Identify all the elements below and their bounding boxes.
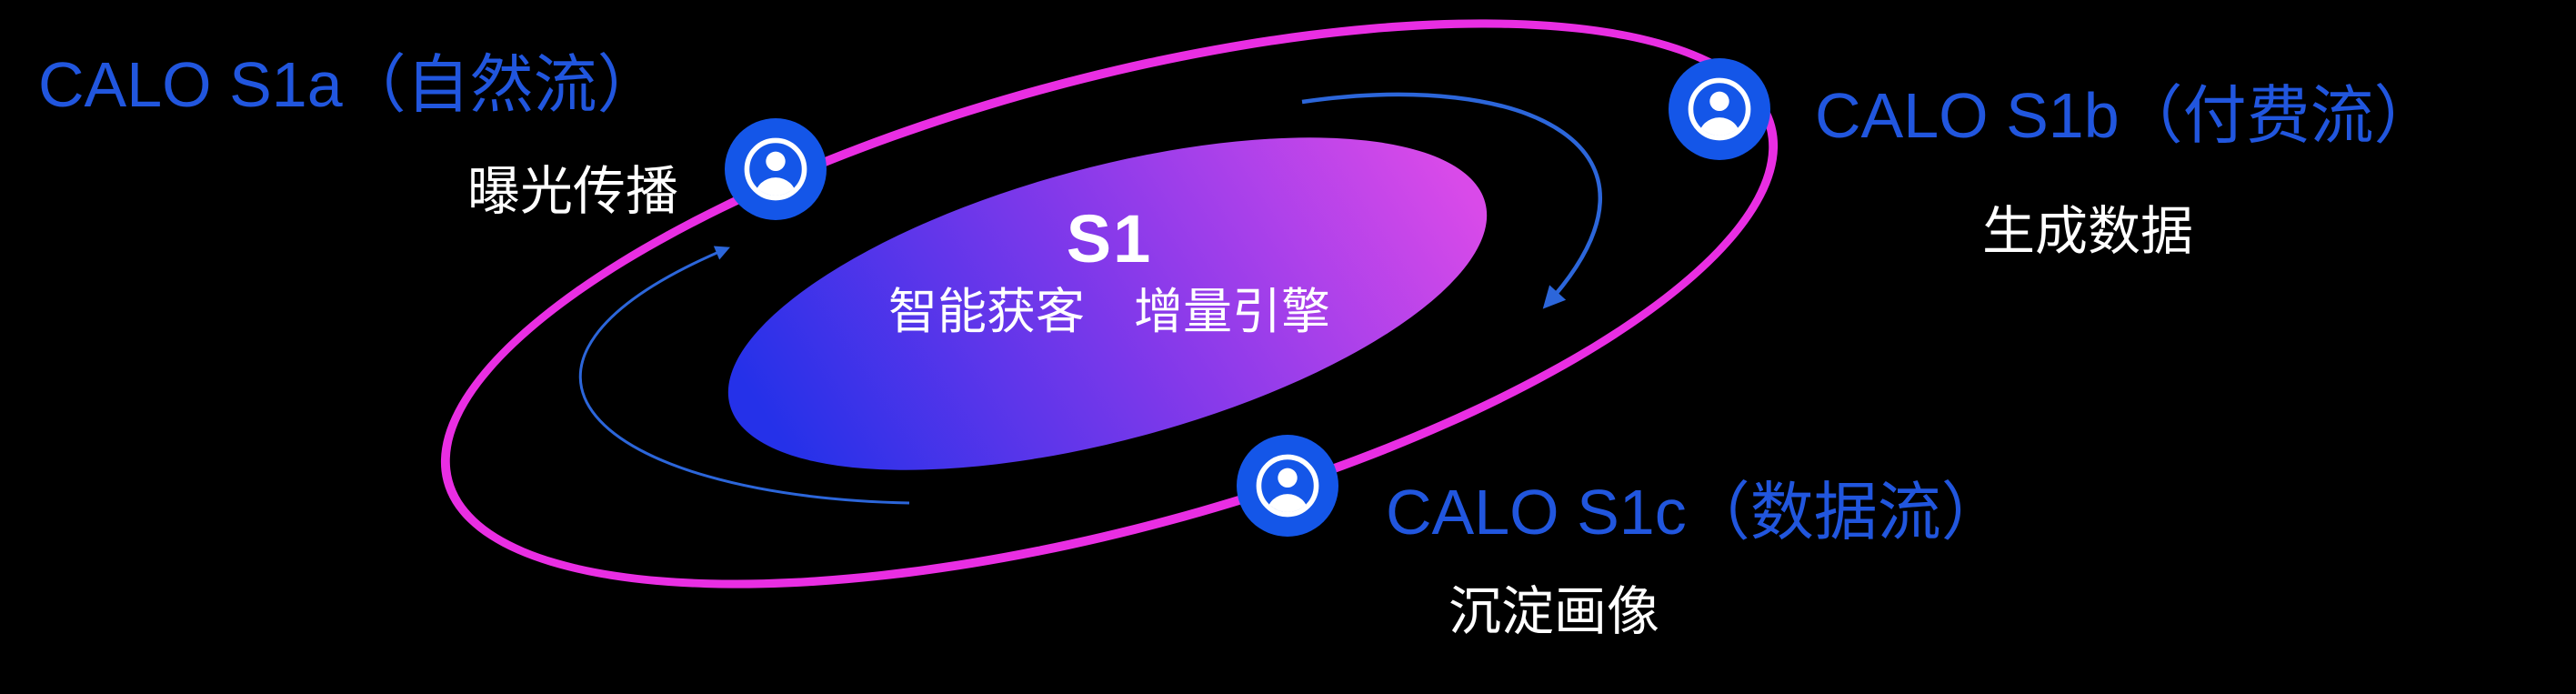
node-s1c-subtitle: 沉淀画像 <box>1448 582 1660 641</box>
node-s1c-user-avatar-icon <box>1237 435 1338 537</box>
node-s1b-subtitle: 生成数据 <box>1982 202 2194 261</box>
node-s1a-title: CALO S1a（自然流） <box>38 49 661 120</box>
node-s1b-title: CALO S1b（付费流） <box>1815 80 2438 151</box>
node-s1b-user-avatar-icon <box>1669 58 1770 160</box>
node-s1a-user-avatar-icon <box>725 118 827 220</box>
node-s1c-title: CALO S1c（数据流） <box>1386 477 2005 548</box>
core-title: S1 <box>1066 201 1153 277</box>
core-subtitle: 智能获客 增量引擎 <box>888 285 1330 339</box>
node-s1a-subtitle: 曝光传播 <box>467 162 679 221</box>
core-label: S1 智能获客 增量引擎 <box>746 206 1473 337</box>
